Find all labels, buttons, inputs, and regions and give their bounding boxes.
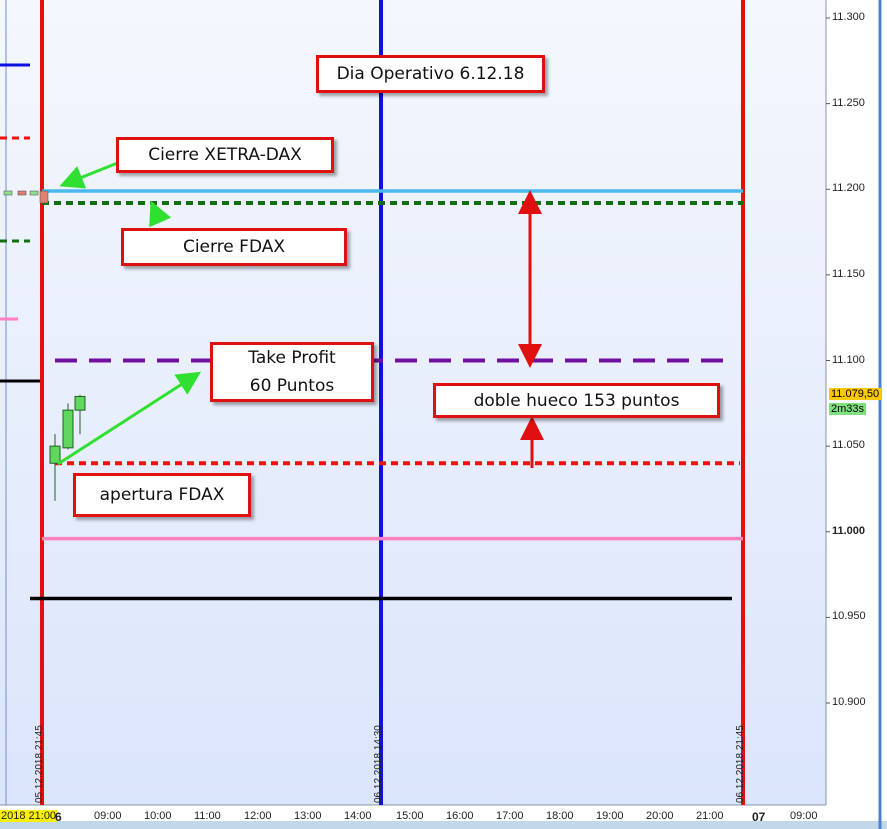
timer-badge: 2m33s	[829, 403, 867, 415]
x-tick: 16:00	[446, 810, 474, 822]
tp-line1: Take Profit	[248, 348, 336, 368]
prior-candle	[3, 190, 13, 196]
x-tick: 09:00	[94, 810, 122, 822]
y-tick: 11.250	[832, 96, 865, 109]
x-tick: 09:00	[790, 810, 818, 822]
x-tick: 11:00	[194, 810, 221, 822]
x-tick: 14:00	[344, 810, 372, 822]
annotation-xetra: Cierre XETRA-DAX	[116, 137, 334, 173]
x-tick: 18:00	[546, 810, 574, 822]
annotation-gap: doble hueco 153 puntos	[433, 383, 720, 418]
candle-body	[74, 395, 86, 411]
y-tick: 11.100	[832, 353, 865, 366]
y-tick: 10.900	[832, 696, 866, 708]
x-tick: 13:00	[294, 810, 322, 822]
x-tick: 07	[752, 810, 766, 824]
x-tick: 10:00	[144, 810, 172, 822]
y-tick: 11.300	[832, 11, 865, 23]
prior-candle	[29, 190, 39, 196]
x-tick: 21:00	[696, 810, 724, 822]
tp-line2: 60 Puntos	[249, 376, 335, 396]
arrow-fdax	[149, 200, 172, 228]
vertical-line-label: 06.12.2018 21:45	[735, 725, 746, 803]
y-tick: 11.200	[832, 182, 865, 195]
annotation-open: apertura FDAX	[73, 473, 251, 517]
prior-candle	[17, 190, 27, 196]
y-tick: 10.950	[832, 610, 866, 623]
x-tick: 6	[55, 810, 62, 824]
prior-candle	[39, 190, 49, 204]
arrow-tp	[57, 371, 202, 466]
x-tick: 17:00	[496, 810, 524, 822]
x-tick: 2018 21:00	[0, 810, 58, 822]
current-price-badge: 11.079,50	[829, 388, 882, 400]
x-tick: 20:00	[646, 810, 674, 822]
candle-body	[62, 409, 74, 449]
y-tick: 11.150	[832, 267, 865, 280]
annotation-take-profit: Take Profit 60 Puntos	[210, 342, 374, 402]
annotation-title: Dia Operativo 6.12.18	[316, 55, 545, 93]
y-tick: 11.050	[832, 439, 865, 452]
annotation-fdax: Cierre FDAX	[121, 228, 347, 266]
candle-body	[49, 445, 61, 464]
y-tick: 11.000	[832, 524, 866, 537]
annotation-arrows	[57, 158, 544, 468]
x-tick: 12:00	[244, 810, 272, 822]
x-tick: 15:00	[396, 810, 424, 822]
vertical-line-label: 05.12.2018 21:45	[34, 725, 45, 803]
arrow-xetra	[59, 158, 126, 189]
x-tick: 19:00	[596, 810, 624, 822]
vertical-line-label: 06.12.2018 14:30	[373, 725, 384, 803]
